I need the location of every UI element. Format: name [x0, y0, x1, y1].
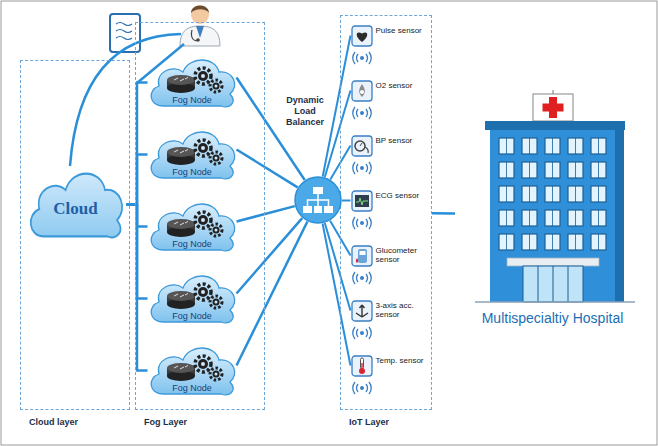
sensor-label: Glucometer sensor [376, 246, 429, 265]
wireless-symbol [351, 215, 373, 231]
layer-region: Fog LayerFog NodeFog NodeFog NodeFog Nod… [135, 22, 265, 410]
fog-node: Fog Node [145, 194, 240, 260]
sensor-label: 3-axis acc. sensor [376, 301, 429, 320]
layer-region: Cloud layerCloud [20, 60, 130, 410]
connector [237, 206, 295, 221]
sensor-node: Pulse sensor [351, 25, 430, 70]
sensor-icon [351, 355, 373, 377]
sensor-icon [351, 245, 373, 267]
node-label: Fog Node [145, 167, 240, 177]
connector [237, 222, 308, 366]
connector [323, 36, 351, 177]
fog-cloud-icon [145, 50, 240, 116]
cloud-shape: Cloud [24, 160, 128, 250]
sensor-node: 3-axis acc. sensor [351, 300, 430, 345]
connector [237, 218, 303, 293]
sensor-label: O2 sensor [376, 81, 429, 91]
connector [342, 199, 351, 201]
sensor-node: BP sensor [351, 135, 430, 180]
layer-region: IoT LayerPulse sensorO2 sensorBP sensorE… [340, 15, 432, 410]
sensor-icon [351, 80, 373, 102]
sensor-label: ECG sensor [376, 191, 429, 201]
connector [323, 224, 351, 366]
connector [325, 91, 351, 178]
fog-node: Fog Node [145, 338, 240, 404]
sensor-icon [351, 190, 373, 212]
fog-cloud-icon [145, 122, 240, 188]
hospital-label: Multispecialtiy Hospital [455, 310, 650, 327]
wireless-symbol [351, 160, 373, 176]
load-balancer-circle [294, 176, 342, 224]
wireless-symbol [351, 380, 373, 396]
layer-label: Fog Layer [144, 417, 187, 427]
sensor-icon [351, 300, 373, 322]
fog-node: Fog Node [145, 266, 240, 332]
node-label: Fog Node [145, 311, 240, 321]
sensor-icon [351, 135, 373, 157]
balancer-label: Dynamic Load Balancer [275, 95, 335, 128]
hospital-illustration [455, 90, 650, 305]
sensor-node: Temp. sensor [351, 355, 430, 400]
sensor-node: ECG sensor [351, 190, 430, 235]
connector [432, 212, 455, 215]
doctor-icon [180, 6, 220, 47]
fog-cloud-icon [145, 194, 240, 260]
fog-cloud-icon [145, 266, 240, 332]
layer-label: Cloud layer [29, 417, 78, 427]
node-label: Fog Node [145, 95, 240, 105]
wireless-symbol [351, 50, 373, 66]
sensor-label: BP sensor [376, 136, 429, 146]
wireless-symbol [351, 325, 373, 341]
connector [237, 150, 298, 188]
sensor-label: Temp. sensor [376, 356, 429, 366]
layer-label: IoT Layer [349, 417, 389, 427]
connector [237, 78, 305, 181]
node-label: Fog Node [145, 383, 240, 393]
sensor-node: Glucometer sensor [351, 245, 430, 290]
load-balancer: Dynamic Load Balancer [275, 95, 345, 225]
sensor-label: Pulse sensor [376, 26, 429, 36]
wireless-symbol [351, 270, 373, 286]
cloud-label: Cloud [24, 160, 128, 250]
sensor-icon [351, 25, 373, 47]
fog-node: Fog Node [145, 122, 240, 188]
fog-node: Fog Node [145, 50, 240, 116]
node-label: Fog Node [145, 239, 240, 249]
hospital-building: Multispecialtiy Hospital [455, 90, 650, 340]
fog-cloud-icon [145, 338, 240, 404]
wireless-symbol [351, 105, 373, 121]
sensor-node: O2 sensor [351, 80, 430, 125]
